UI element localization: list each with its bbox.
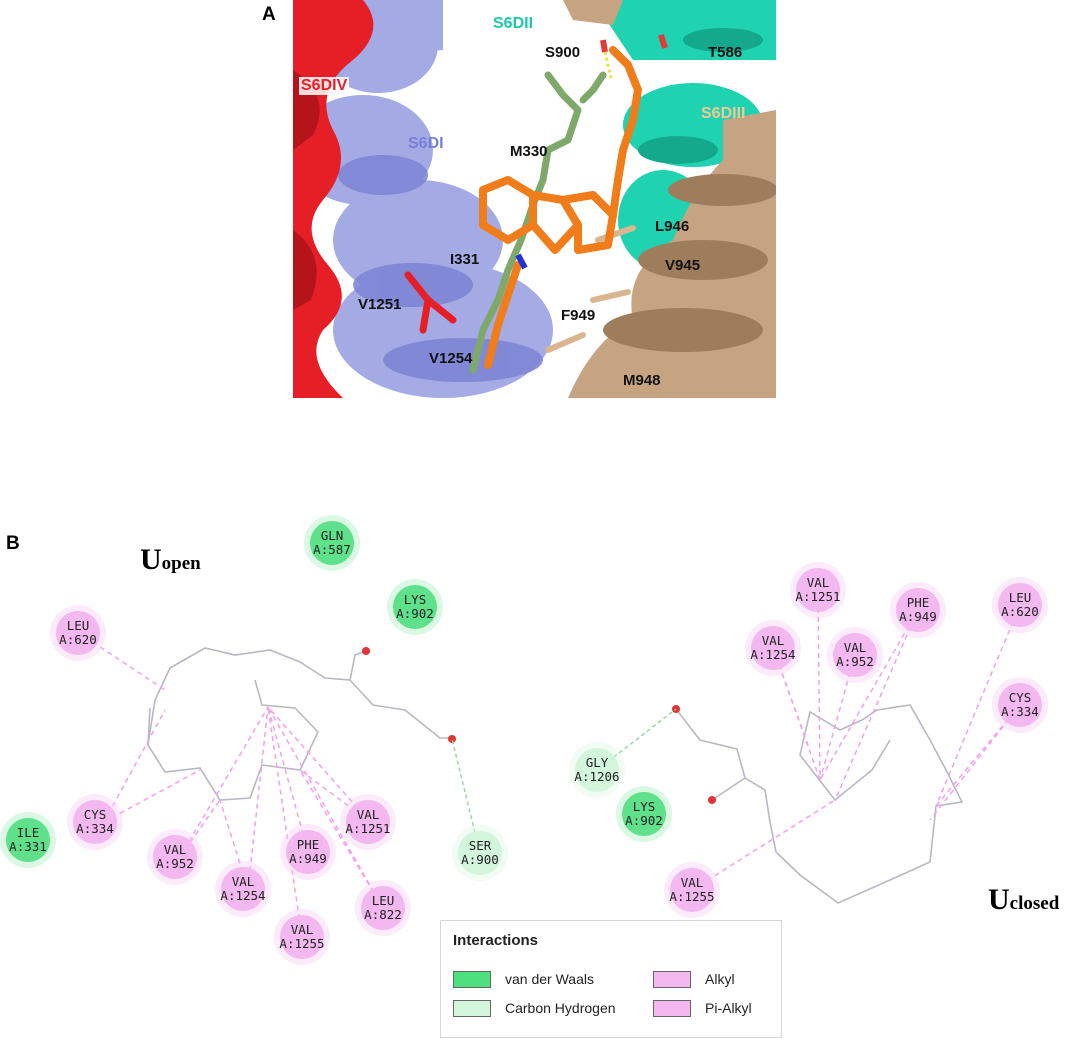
residue-label-l946: L946 (655, 218, 690, 235)
molecule-uclosed (675, 704, 964, 904)
legend-swatch-van-der-waals (453, 970, 491, 988)
helix-label-s6di: S6DI (408, 135, 444, 152)
residue-label-i331: I331 (450, 251, 480, 268)
legend-swatch-pi-alkyl (653, 999, 691, 1017)
legend-item-pi-alkyl: Pi-Alkyl (653, 998, 752, 1018)
legend-item-alkyl: Alkyl (653, 969, 735, 989)
residue-label-s900: S900 (545, 44, 581, 61)
residue-label-f949: F949 (561, 307, 596, 324)
residue-label-m948: M948 (623, 372, 661, 389)
uclosed-title: Uclosed (988, 883, 1060, 916)
legend-swatch-carbon-hydrogen (453, 999, 491, 1017)
structure-image: S6DIV S6DI S6DII S6DIII S900 T586 M330 L… (293, 0, 776, 398)
panel-a-letter: A (262, 4, 276, 25)
legend-item-carbon-hydrogen: Carbon Hydrogen (453, 998, 616, 1018)
legend-swatch-alkyl (653, 970, 691, 988)
uopen-title: Uopen (140, 543, 201, 576)
helix-label-s6div: S6DIV (299, 77, 350, 95)
interactions-legend: Interactions van der Waals Alkyl Carbon … (440, 920, 782, 1038)
ligand-open (479, 46, 642, 369)
helix-label-s6dii: S6DII (493, 15, 534, 32)
panel-b-letter: B (6, 533, 20, 554)
legend-title: Interactions (453, 932, 539, 949)
helix-label-s6diii: S6DIII (701, 105, 746, 122)
molecule-uopen (147, 647, 452, 801)
residue-label-t586: T586 (708, 44, 743, 61)
residue-label-v1251: V1251 (358, 296, 402, 313)
protein-cartoon (293, 0, 776, 398)
legend-item-van-der-waals: van der Waals (453, 969, 594, 989)
residue-label-m330: M330 (510, 143, 548, 160)
residue-label-v1254: V1254 (429, 350, 473, 367)
residue-label-v945: V945 (665, 257, 701, 274)
